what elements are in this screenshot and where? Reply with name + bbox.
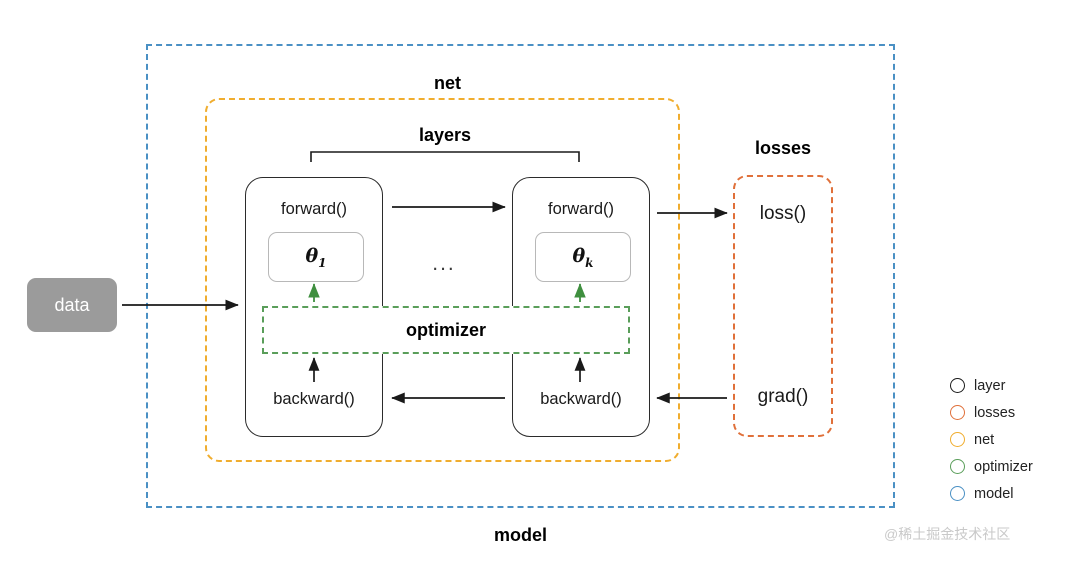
legend-circle-icon-model	[950, 486, 965, 501]
legend-item-layer: layer	[950, 372, 1060, 399]
loss-function-label: loss()	[759, 203, 807, 224]
legend-item-net: net	[950, 426, 1060, 453]
net-label: net	[434, 73, 461, 93]
theta-subscript-1: 1	[318, 255, 327, 270]
legend-label-net: net	[974, 431, 995, 448]
net-container	[205, 98, 680, 462]
legend-circle-icon-layer	[950, 378, 965, 393]
legend-label-model: model	[974, 485, 1014, 502]
legend-circle-icon-net	[950, 432, 965, 447]
legend-item-model: model	[950, 480, 1060, 507]
data-block[interactable]: data	[27, 278, 117, 332]
legend-label-losses: losses	[974, 404, 1016, 421]
layers-bracket	[310, 151, 580, 162]
layers-ellipsis: ...	[432, 252, 456, 275]
forward-label-1: forward()	[280, 200, 347, 218]
theta-glyph-1: θ	[305, 244, 319, 267]
optimizer-container	[262, 306, 630, 354]
legend-circle-icon-optimizer	[950, 459, 965, 474]
backward-label-1: backward()	[273, 390, 355, 408]
losses-label: losses	[754, 138, 812, 158]
theta-subscript-k: k	[585, 255, 594, 270]
watermark: @稀土掘金技术社区	[884, 526, 1011, 542]
model-container	[146, 44, 895, 508]
backward-label-k: backward()	[540, 390, 622, 408]
legend: layer losses net optimizer model	[950, 372, 1060, 507]
theta-glyph-k: θ	[572, 244, 586, 267]
losses-container	[733, 175, 833, 437]
forward-label-k: forward()	[547, 200, 614, 218]
legend-label-layer: layer	[974, 377, 1006, 394]
legend-circle-icon-losses	[950, 405, 965, 420]
legend-item-losses: losses	[950, 399, 1060, 426]
data-block-label: data	[54, 294, 90, 315]
parameter-box-k: θk	[535, 232, 631, 282]
parameter-symbol-k: θk	[572, 245, 593, 270]
grad-function-label: grad()	[757, 386, 809, 407]
legend-label-optimizer: optimizer	[974, 458, 1033, 475]
optimizer-label: optimizer	[405, 319, 486, 340]
legend-item-optimizer: optimizer	[950, 453, 1060, 480]
model-label: model	[493, 525, 547, 545]
optimizer-label-wrap: optimizer	[262, 306, 630, 354]
parameter-box-1: θ1	[268, 232, 364, 282]
parameter-symbol-1: θ1	[305, 245, 326, 270]
layers-label: layers	[418, 125, 472, 145]
